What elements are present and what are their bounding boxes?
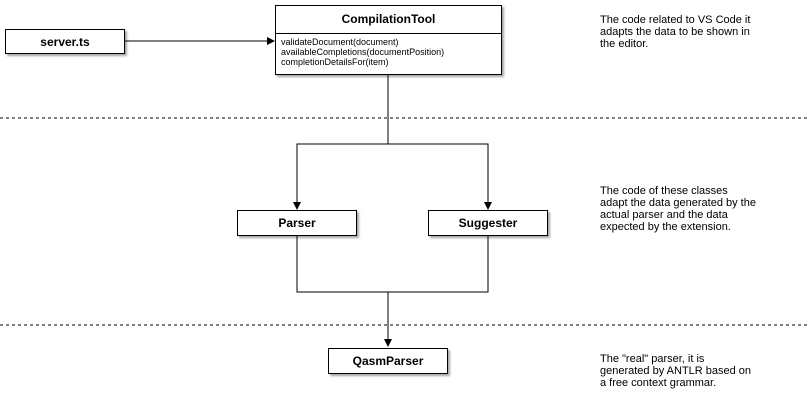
- edge-parser-to-qasm-parser: [296, 236, 392, 347]
- node-suggester-label: Suggester: [458, 216, 518, 230]
- node-server-ts-label: server.ts: [40, 34, 90, 49]
- node-suggester[interactable]: Suggester: [428, 210, 548, 236]
- node-parser-label: Parser: [278, 216, 316, 230]
- node-parser[interactable]: Parser: [237, 210, 357, 236]
- edge-suggester-to-qasm-parser: [388, 236, 489, 293]
- node-qasm-parser-label: QasmParser: [352, 354, 424, 368]
- note-vscode-layer: The code related to VS Code it adapts th…: [600, 14, 751, 50]
- method-available-completions: availableCompletions(documentPosition): [281, 47, 445, 57]
- note-adapter-layer: The code of these classes adapt the data…: [600, 185, 756, 233]
- edge-compilation-tool-to-suggester: [388, 143, 492, 210]
- compilation-tool-title: CompilationTool: [276, 6, 501, 34]
- compilation-tool-methods: validateDocument(document) availableComp…: [276, 34, 501, 67]
- node-qasm-parser[interactable]: QasmParser: [328, 348, 448, 374]
- edge-compilation-tool-to-parser: [293, 75, 389, 210]
- note-parser-layer: The "real" parser, it is generated by AN…: [600, 353, 752, 389]
- node-compilation-tool[interactable]: CompilationTool validateDocument(documen…: [275, 5, 502, 75]
- node-server-ts[interactable]: server.ts: [5, 29, 125, 54]
- method-validate-document: validateDocument(document): [281, 37, 399, 47]
- method-completion-details-for: completionDetailsFor(item): [281, 57, 389, 67]
